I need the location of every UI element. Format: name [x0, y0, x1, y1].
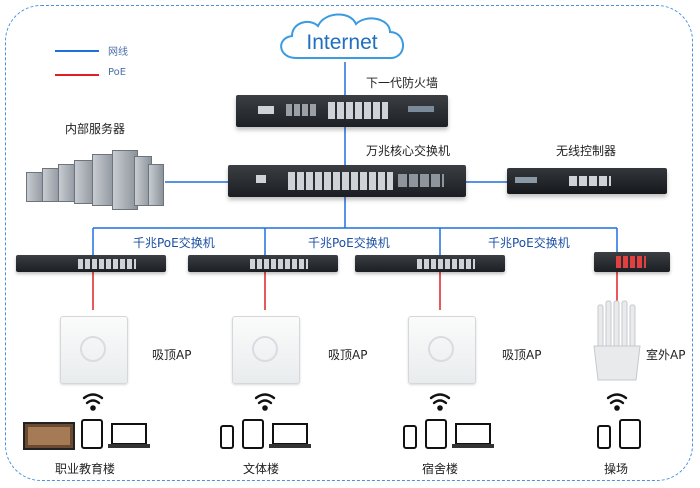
switch-icon-3 — [355, 255, 505, 272]
legend-network-label: 网线 — [108, 47, 128, 58]
switch-icon-1 — [16, 255, 166, 272]
location-1-label: 职业教育楼 — [55, 462, 116, 476]
wifi-signal-icon — [429, 393, 451, 411]
legend-network-line — [55, 50, 99, 52]
wifi-signal-icon — [82, 393, 104, 411]
controller-icon — [507, 168, 667, 194]
servers-label: 内部服务器 — [65, 122, 126, 136]
tablet-icon — [619, 419, 641, 449]
poe-switch-1-label: 千兆PoE交换机 — [133, 236, 215, 250]
tablet-icon — [81, 419, 103, 449]
phone-icon — [220, 425, 234, 449]
location-3-label: 宿舍楼 — [422, 462, 459, 476]
wifi-signal-icon — [606, 393, 628, 411]
legend-poe-label: PoE — [108, 67, 127, 78]
phone-icon — [403, 425, 417, 449]
access-point-icon-3 — [408, 316, 476, 384]
access-point-icon-1 — [60, 316, 128, 384]
poe-switch-2-label: 千兆PoE交换机 — [308, 236, 390, 250]
location-4-label: 操场 — [604, 462, 629, 476]
tablet-icon — [242, 419, 264, 449]
phone-icon — [597, 425, 611, 449]
server-rack-icon — [26, 150, 166, 214]
diagram-frame — [5, 5, 693, 481]
laptop-icon — [108, 423, 150, 448]
ap-2-label: 吸顶AP — [328, 348, 368, 362]
tablet-icon — [425, 419, 447, 449]
controller-label: 无线控制器 — [556, 144, 617, 158]
core-switch-label: 万兆核心交换机 — [366, 144, 451, 158]
ap-3-label: 吸顶AP — [502, 348, 542, 362]
firewall-label: 下一代防火墙 — [366, 76, 439, 90]
cloud-label: Internet — [306, 31, 377, 54]
location-2-label: 文体楼 — [243, 462, 280, 476]
switch-icon-2 — [188, 255, 338, 272]
laptop-icon — [452, 423, 494, 448]
poe-switch-3-label: 千兆PoE交换机 — [488, 236, 570, 250]
ap-outdoor-label: 室外AP — [646, 348, 686, 362]
legend-poe-line — [55, 74, 99, 76]
switch-icon-4 — [594, 252, 670, 272]
core-switch-icon — [228, 165, 466, 197]
wifi-signal-icon — [254, 393, 276, 411]
access-point-icon-2 — [232, 316, 300, 384]
firewall-icon — [236, 95, 448, 127]
tv-icon — [23, 422, 75, 450]
ap-1-label: 吸顶AP — [152, 348, 192, 362]
laptop-icon — [269, 423, 311, 448]
